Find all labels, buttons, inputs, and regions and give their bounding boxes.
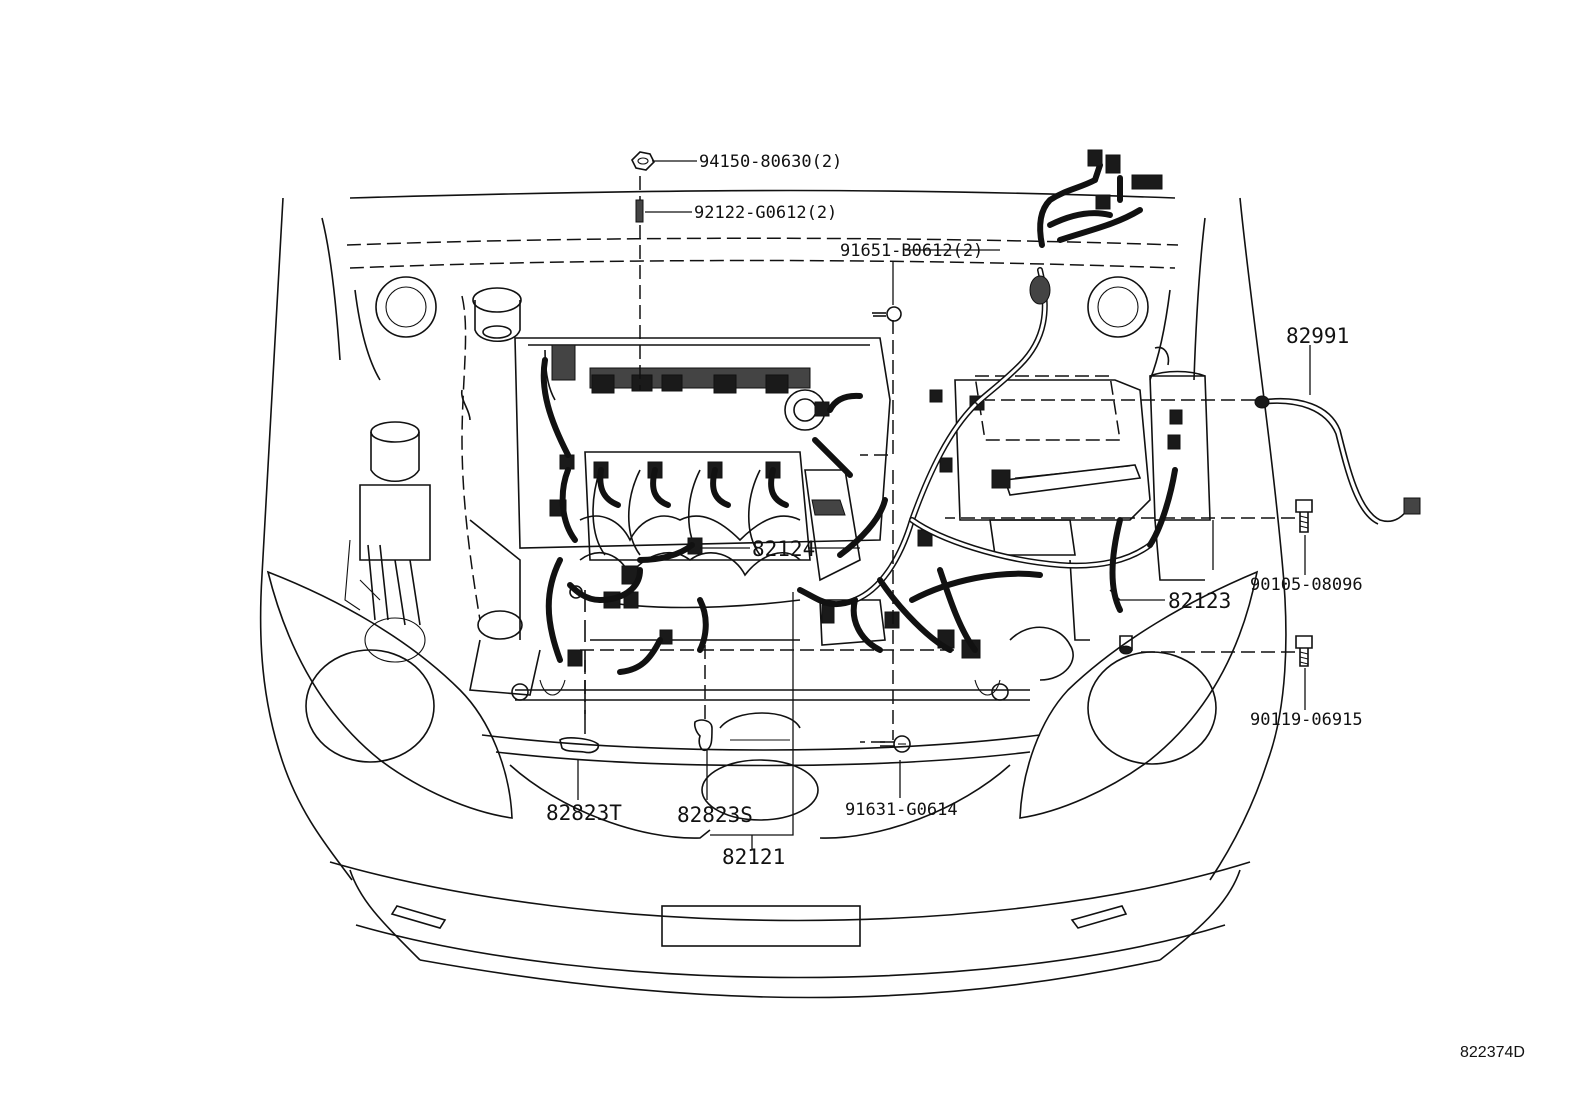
left-components: [344, 287, 541, 696]
label-82121: 82121: [722, 845, 785, 869]
label-82991: 82991: [1286, 324, 1349, 348]
ground-bolt-82123: [1119, 635, 1133, 655]
part-82991-cable: [1254, 395, 1421, 525]
harness-wires: [540, 149, 1178, 675]
clamp-82823T: [559, 737, 600, 754]
label-90119-06915: 90119-06915: [1250, 710, 1363, 730]
label-91651-b0612: 91651-B0612(2): [840, 241, 983, 261]
label-82823t: 82823T: [546, 801, 622, 825]
fastener-bolt-91651: [872, 306, 902, 322]
fastener-bolt-90119: [1295, 635, 1313, 667]
fastener-bolt-91631: [880, 735, 911, 753]
front-grille: [481, 712, 1041, 839]
label-92122-g0612: 92122-G0612(2): [694, 203, 837, 223]
strut-towers: [354, 276, 1171, 381]
label-90105-08096: 90105-08096: [1250, 575, 1363, 595]
label-82123: 82123: [1168, 589, 1231, 613]
part-labels: 94150-80630(2) 92122-G0612(2) 91651-B061…: [546, 152, 1525, 1061]
car-body-outline: [259, 189, 1287, 999]
fastener-nut-94150: [631, 151, 655, 171]
fastener-stud-92122: [635, 199, 644, 223]
engine-block: [511, 337, 1030, 701]
fastener-bolt-90105: [1295, 499, 1313, 533]
reference-lines: [577, 160, 1311, 850]
label-82124: 82124: [752, 537, 815, 561]
label-82823s: 82823S: [677, 803, 753, 827]
clamp-82823S: [693, 719, 713, 752]
headlamp-left: [266, 570, 513, 819]
label-91631-g0614: 91631-G0614: [845, 800, 958, 820]
label-94150-80630: 94150-80630(2): [699, 152, 842, 172]
figure-id: 822374D: [1460, 1044, 1525, 1061]
